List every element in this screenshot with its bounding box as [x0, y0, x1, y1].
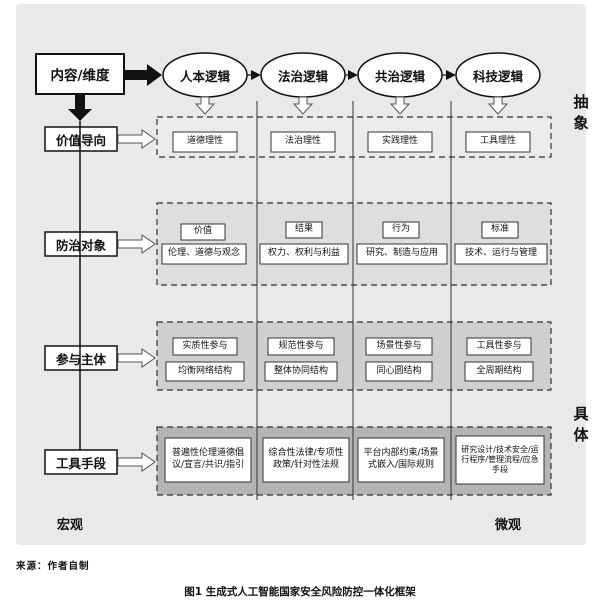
row-label-participants: 参与主体: [55, 351, 106, 367]
cell-box-bottom: [259, 243, 349, 265]
cell-box-bottom: [165, 361, 245, 382]
hollow-down-arrow: [487, 96, 509, 115]
hollow-right-arrow: [117, 129, 156, 149]
cell-box: [455, 435, 545, 485]
cell-box-top: [285, 221, 323, 239]
bottom-label-micro: 微观: [494, 517, 521, 533]
cell-box-top: [267, 337, 335, 356]
bottom-label-macro: 宏观: [56, 517, 83, 533]
cell-text: 综合性法律/专项性政策/针对性法规: [268, 448, 344, 470]
main-arrows: [68, 64, 162, 121]
row1-boxes: [172, 131, 531, 153]
cell-text-bottom: 整体协同结构: [273, 365, 328, 376]
side-label-concrete: 具体: [573, 405, 589, 444]
cell-box: [270, 131, 336, 153]
cell-text: 研究设计/技术安全/运行程序/管理流程/应急手段: [461, 445, 539, 474]
cell-box-top: [382, 221, 420, 239]
cell-box-top: [172, 337, 238, 356]
cell-text: 平台内部约束/场景式嵌入/国际规则: [363, 448, 439, 470]
cell-box-bottom: [161, 243, 247, 265]
cell-text: 普遍性伦理道德倡议/宣言/共识/指引: [171, 448, 245, 470]
column-header-ellipses: [162, 52, 541, 98]
row-label-box: [44, 345, 118, 371]
cell-text-top: 标准: [490, 224, 509, 235]
column-header-rule-of-law: 法治逻辑: [277, 68, 328, 84]
cell-text-bottom: 同心圆结构: [376, 365, 422, 376]
source-note: 来源：作者自制: [16, 561, 90, 572]
cell-box: [357, 437, 445, 483]
cell-box-bottom: [454, 243, 548, 265]
row-label-prevention-target: 防治对象: [55, 237, 106, 253]
right-hollow-arrows: [117, 129, 156, 472]
cell-text-bottom: 研究、制造与应用: [365, 248, 438, 259]
cell-box-bottom: [356, 243, 448, 265]
corner-label: 内容/维度: [50, 68, 110, 84]
cell-box: [172, 131, 238, 153]
arrow-right: [124, 64, 162, 86]
hollow-right-arrow: [117, 452, 156, 472]
cell-box: [262, 437, 350, 483]
cell-text: 实践理性: [381, 136, 418, 147]
cell-box-top: [180, 223, 226, 241]
hollow-down-arrow: [194, 96, 216, 115]
cell-box-top: [481, 221, 519, 239]
cell-text-top: 工具性参与: [476, 340, 522, 351]
cell-text-bottom: 全周期结构: [476, 365, 522, 376]
row-label-tools: 工具手段: [55, 455, 106, 471]
cell-text: 工具理性: [479, 136, 516, 147]
row-label-boxes: [44, 126, 118, 475]
side-label-abstract: 抽象: [573, 93, 589, 132]
cell-text-top: 结果: [294, 224, 313, 235]
row2-boxes: [161, 221, 548, 265]
cell-text-bottom: 均衡网络结构: [177, 365, 232, 376]
hollow-down-arrow: [389, 96, 411, 115]
row-label-box: [44, 449, 118, 475]
column-dividers: [256, 101, 452, 500]
row-label-box: [44, 126, 118, 152]
cell-text-top: 价值: [193, 226, 212, 237]
cell-text: 法治理性: [284, 136, 321, 147]
cell-box: [465, 131, 531, 153]
row-label-value-orientation: 价值导向: [55, 132, 106, 148]
figure-caption: 图1 生成式人工智能国家安全风险防控一体化框架: [184, 586, 416, 598]
cell-text-bottom: 技术、运行与管理: [464, 248, 537, 259]
cell-box: [367, 131, 433, 153]
cell-text-bottom: 权力、权利与利益: [267, 248, 340, 259]
cell-box-top: [466, 337, 532, 356]
cell-box-bottom: [365, 361, 433, 382]
cell-text-top: 场景性参与: [376, 340, 422, 351]
cell-box-bottom: [464, 361, 534, 382]
down-hollow-arrows: [194, 96, 509, 115]
cell-text-top: 规范性参与: [278, 340, 324, 351]
cell-box-top: [365, 337, 433, 356]
hollow-right-arrow: [117, 234, 156, 254]
cell-box-bottom: [264, 361, 338, 382]
hollow-down-arrow: [292, 96, 314, 115]
row4-boxes: [164, 435, 545, 485]
cell-text-top: 行为: [391, 224, 410, 235]
cell-text: 道德理性: [186, 136, 223, 147]
column-header-co-governance: 共治逻辑: [374, 68, 425, 84]
cell-text-top: 实质性参与: [182, 340, 228, 351]
arrow-down: [68, 94, 92, 121]
column-header-technology: 科技逻辑: [472, 68, 523, 84]
cell-text-bottom: 伦理、道德与观念: [167, 248, 240, 259]
hollow-right-arrow: [117, 348, 156, 368]
row-label-box: [44, 231, 118, 257]
cell-box: [164, 437, 252, 483]
row3-boxes: [165, 337, 534, 382]
column-header-humanistic: 人本逻辑: [179, 68, 230, 84]
